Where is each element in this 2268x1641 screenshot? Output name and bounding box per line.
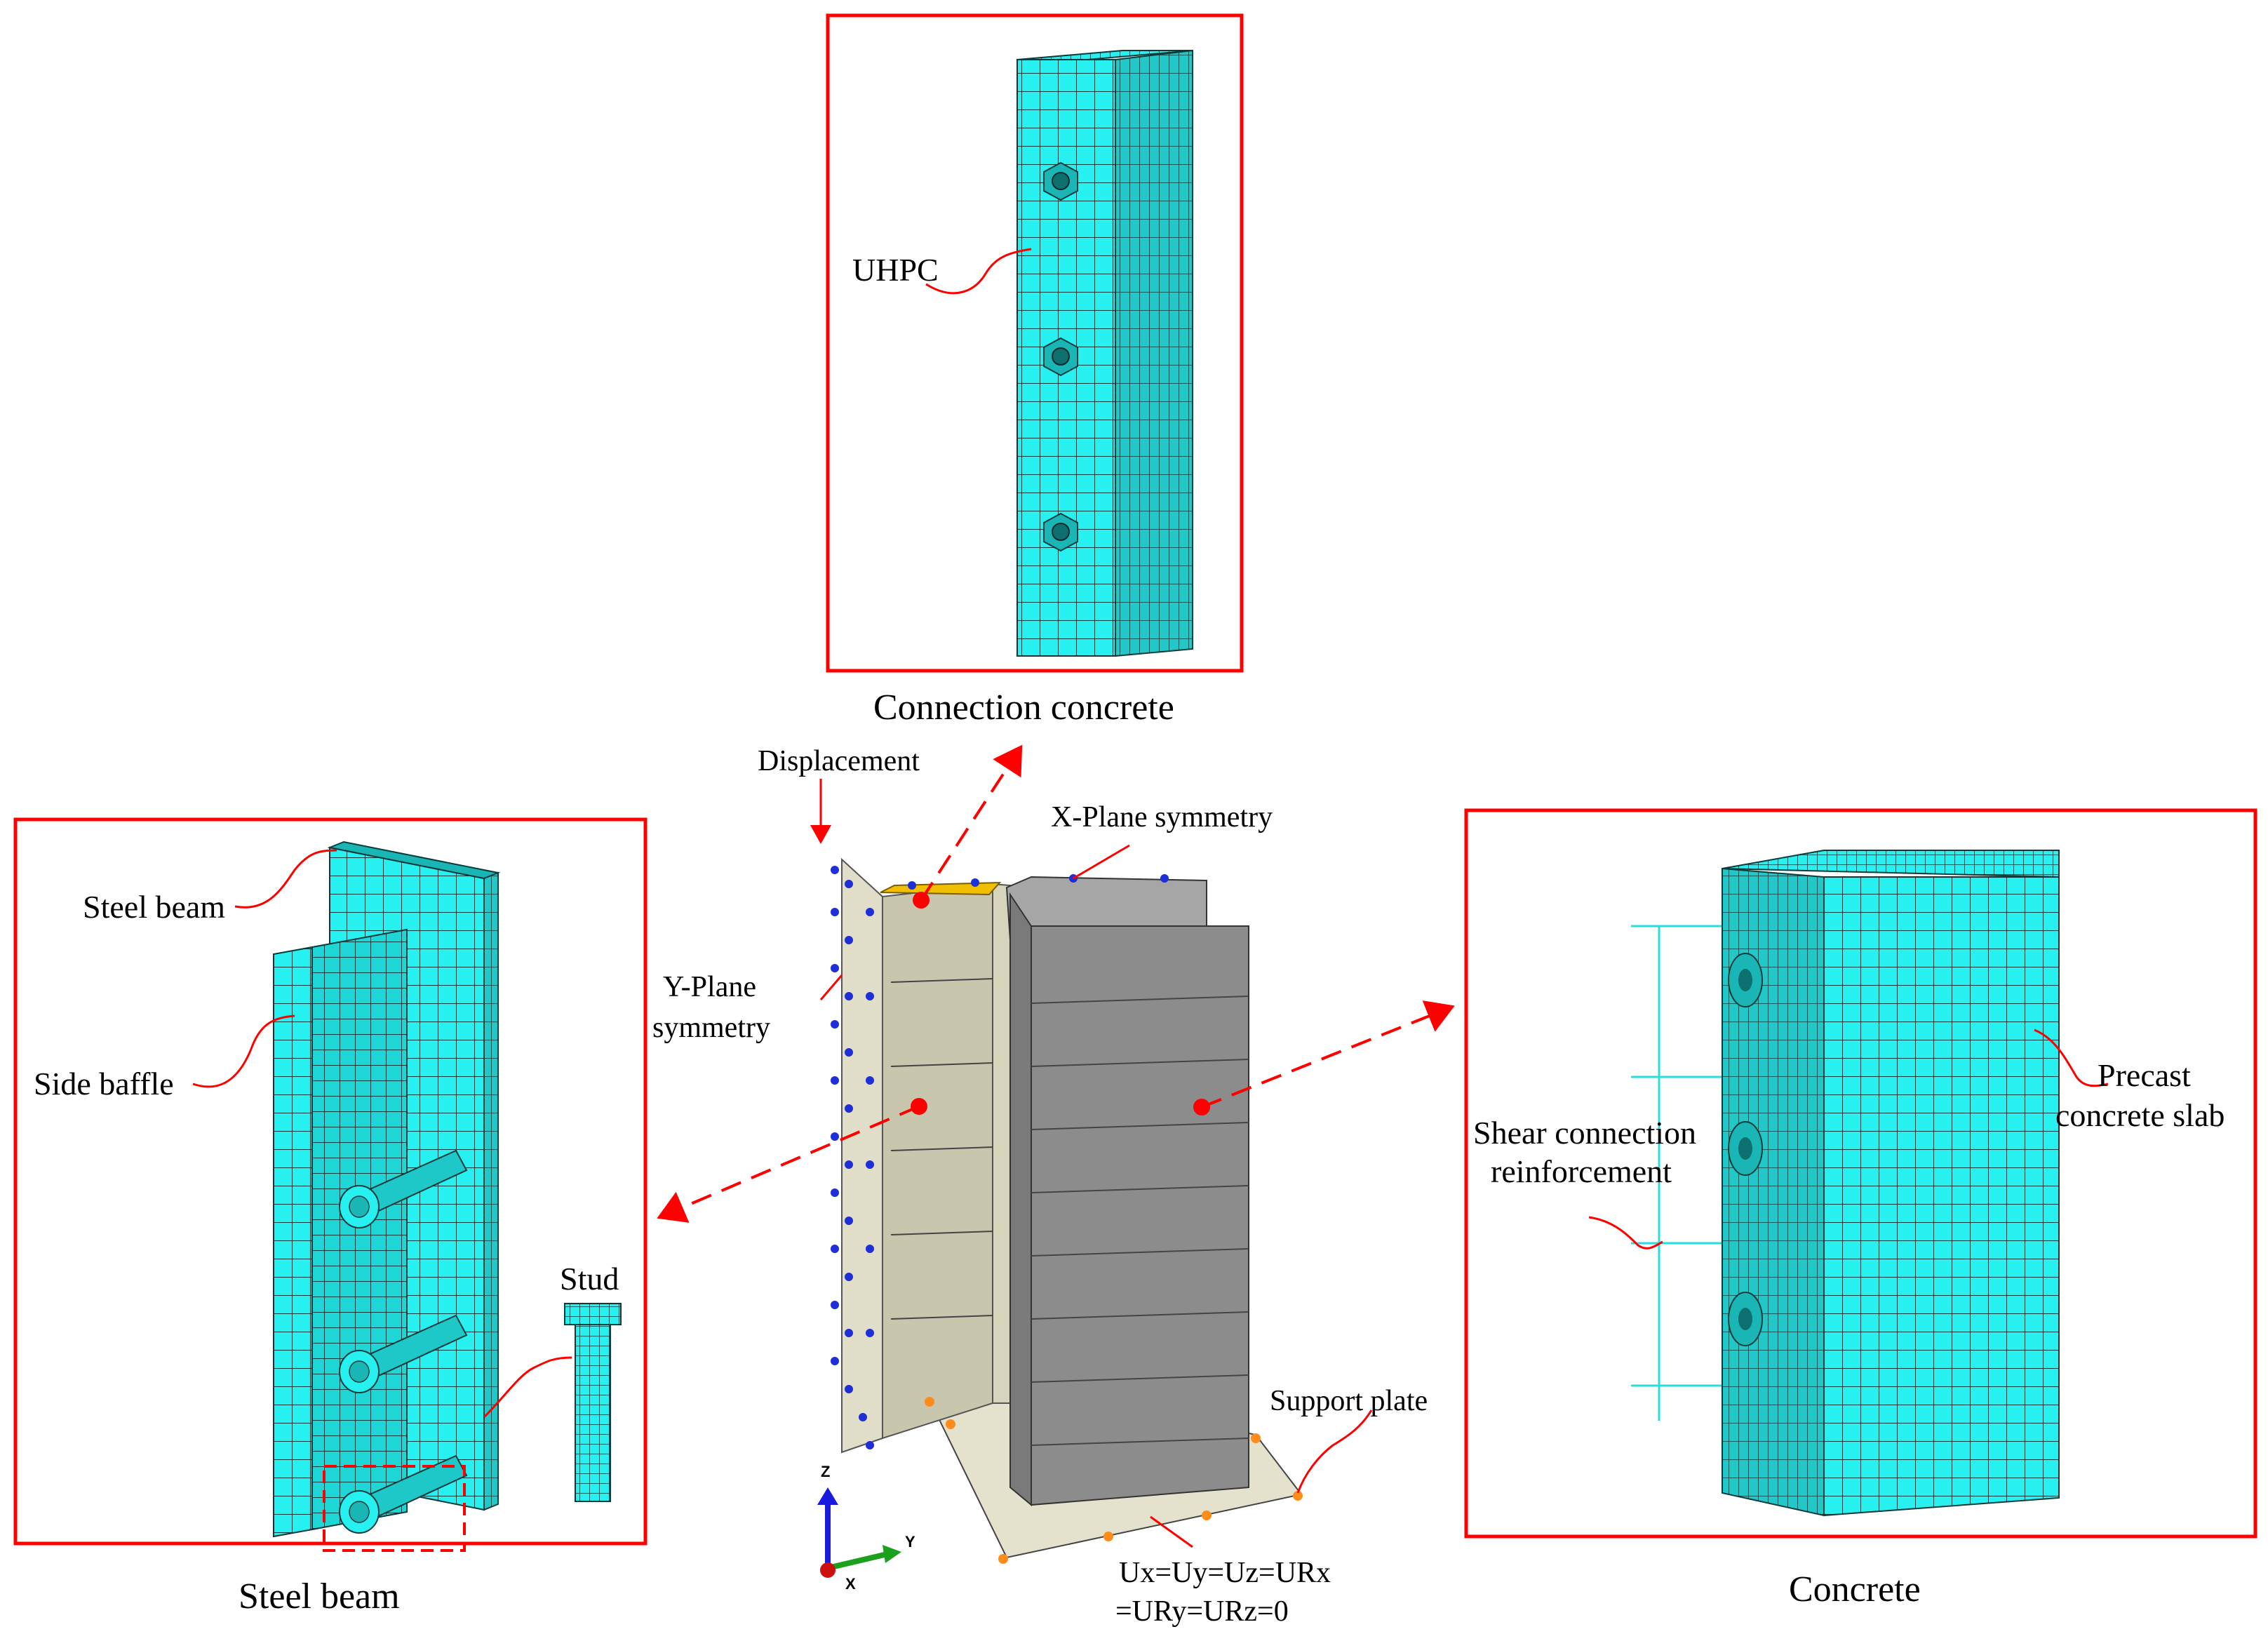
x-symmetry-leader [1073, 844, 1130, 880]
steel-beam-caption: Steel beam [239, 1576, 400, 1616]
stud-hole-mesh [1728, 1121, 1763, 1176]
slab-front-face [1031, 925, 1249, 1506]
connection-concrete-panel: UHPC Connection concrete [826, 13, 1244, 728]
support-plate-label: Support plate [1270, 1385, 1428, 1417]
axis-triad: Z Y X [817, 1463, 915, 1593]
shear-leader-line [1588, 1216, 1663, 1250]
precast-slab-top [1722, 850, 2060, 878]
stud-hole-mesh [1728, 953, 1763, 1007]
precast-label-line1: Precast [2098, 1057, 2191, 1093]
x-symmetry-constraints [908, 874, 1169, 890]
concrete-caption: Concrete [1789, 1569, 1921, 1609]
displacement-label: Displacement [758, 745, 920, 777]
precast-leader-line [2034, 1029, 2109, 1087]
stud-hole-mesh [1728, 1292, 1763, 1346]
side-baffle-label: Side baffle [34, 1066, 174, 1101]
steel-beam-label: Steel beam [83, 889, 225, 925]
y-symmetry-leader [819, 974, 843, 1000]
y-symmetry-label-line2: symmetry [652, 1012, 770, 1044]
axis-z-label: Z [821, 1463, 830, 1480]
stud-hole-mesh [1043, 161, 1078, 201]
concrete-panel: Shear connection reinforcement Precast c… [1464, 808, 2257, 1609]
x-symmetry-label: X-Plane symmetry [1051, 801, 1273, 833]
axis-x-label: X [845, 1575, 856, 1593]
stud-shaft [339, 1314, 468, 1393]
callout-arrow-concrete [1201, 1000, 1455, 1108]
bc-label-line2: =URy=URz=0 [1115, 1595, 1289, 1628]
steel-beam-leader-line [234, 849, 337, 909]
axis-y-label: Y [905, 1533, 915, 1550]
stud-detail [564, 1303, 622, 1502]
uhpc-leader-line [925, 248, 1032, 295]
stud-shaft [339, 1149, 468, 1228]
shear-reinforcement [1631, 925, 1726, 1421]
uhpc-top-face [880, 881, 1002, 896]
steel-beam-panel-frame [13, 817, 647, 1546]
stud-hole-mesh [1043, 512, 1078, 552]
connection-panel-frame [826, 13, 1244, 673]
steel-beam-panel: Steel beam Side baffle Stud Steel beam [13, 817, 647, 1616]
callout-arrow-connection [920, 744, 1023, 902]
callout-arrow-steel [657, 1105, 920, 1223]
shear-label-line2: reinforcement [1491, 1153, 1672, 1189]
support-plate-leader [1296, 1409, 1373, 1494]
y-symmetry-label-line1: Y-Plane [663, 971, 756, 1003]
stud-highlight-box [323, 1465, 466, 1552]
uhpc-column [1016, 49, 1193, 657]
stud-hole-mesh [1043, 337, 1078, 377]
slab-side-face [1009, 892, 1032, 1507]
bc-label-line1: Ux=Uy=Uz=URx [1119, 1557, 1331, 1589]
stud-leader-line [483, 1356, 572, 1419]
stud-shaft [339, 1454, 468, 1534]
connection-caption: Connection concrete [873, 688, 1174, 728]
stud-label: Stud [560, 1261, 619, 1297]
y-symmetry-constraints [831, 866, 874, 1449]
concrete-panel-frame [1464, 808, 2257, 1539]
precast-label-line2: concrete slab [2055, 1097, 2225, 1133]
bc-leader [1150, 1515, 1193, 1548]
support-constraints [925, 1397, 1303, 1564]
uhpc-label: UHPC [852, 252, 939, 288]
precast-slab-front [1823, 876, 2060, 1517]
side-baffle-leader-line [192, 1014, 295, 1088]
shear-label-line1: Shear connection [1473, 1115, 1696, 1151]
center-fe-model: Displacement X-Plane symmetry Y-Plane sy… [652, 744, 1455, 1628]
